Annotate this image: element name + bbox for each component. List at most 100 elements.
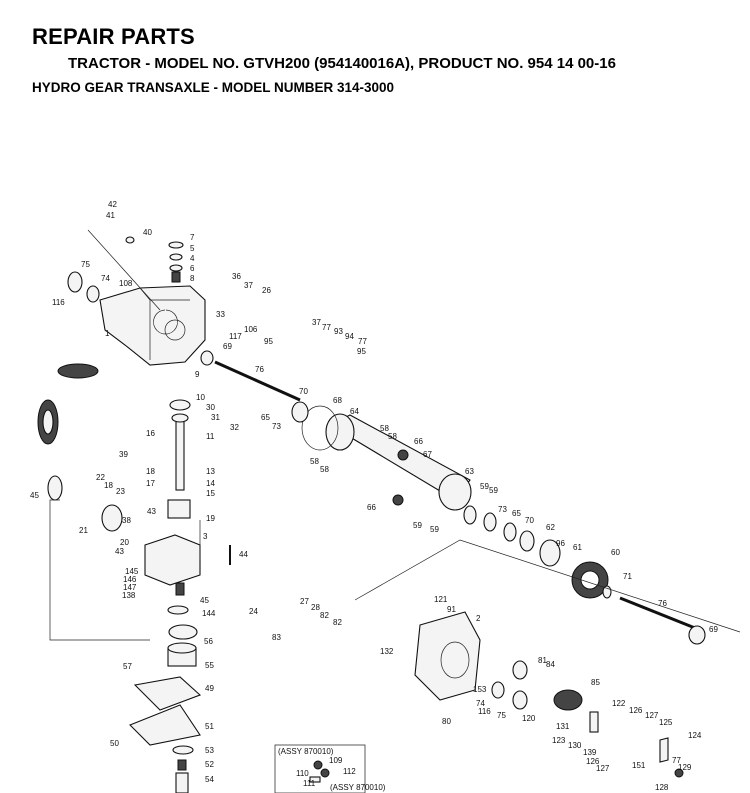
callout: 117 [229,332,242,341]
transaxle-subtitle: HYDRO GEAR TRANSAXLE - MODEL NUMBER 314-… [32,80,395,95]
callout: 83 [272,633,281,642]
callout: 54 [205,775,214,784]
callout: 69 [223,342,232,351]
callout: 61 [573,543,582,552]
callout: 70 [525,516,534,525]
callout: 77 [358,337,367,346]
callout: 32 [230,423,239,432]
callout: 96 [556,539,565,548]
callout: 3 [203,532,208,541]
callout: 38 [122,516,131,525]
callout: 18 [146,467,155,476]
callout: 16 [146,429,155,438]
callout: 108 [119,279,133,288]
callout: 70 [299,387,308,396]
callout: 2 [476,614,481,623]
callout: 65 [512,509,521,518]
callout: 23 [116,487,125,496]
callout: 71 [623,572,632,581]
callout: 77 [322,323,331,332]
callout: 69 [709,625,718,634]
callout: 80 [442,717,451,726]
callout: 18 [104,481,113,490]
callout: 76 [658,599,667,608]
callout: 131 [556,722,570,731]
callout: 21 [79,526,88,535]
callout: 76 [255,365,264,374]
callout: 43 [147,507,156,516]
callout: 65 [261,413,270,422]
upper-housing [99,285,206,366]
callout: 58 [310,457,319,466]
callout: 37 [312,318,321,327]
center-block [101,504,231,615]
callout: 60 [611,548,620,557]
callout: 6 [190,264,195,273]
callout: 45 [30,491,39,500]
callout: 26 [262,286,271,295]
callout-labels: 42 41 40 7 5 4 6 8 75 74 116 108 36 37 2… [30,200,718,792]
lower-pump [129,624,202,793]
callout: 11 [206,432,215,441]
callout: 7 [190,233,195,242]
callout: 53 [205,746,214,755]
callout: 146 [123,575,137,584]
callout: 120 [522,714,536,723]
callout: 40 [143,228,152,237]
callout: 59 [413,521,422,530]
callout: 24 [249,607,258,616]
callout: 17 [146,479,155,488]
callout: 13 [206,467,215,476]
callout: 14 [206,479,215,488]
upper-stack [125,236,184,283]
callout: 59 [480,482,489,491]
callout: 95 [357,347,366,356]
callout: 138 [122,591,136,600]
gear-cluster [463,505,612,599]
callout: 51 [205,722,214,731]
callout: 116 [478,707,491,716]
callout: 73 [498,505,507,514]
callout: 10 [196,393,205,402]
callout: 64 [350,407,359,416]
callout: 109 [329,756,343,765]
callout: 147 [123,583,137,592]
callout: 73 [272,422,281,431]
callout: 15 [206,489,215,498]
callout: 66 [414,437,423,446]
callout: 77 [672,756,681,765]
callout: 42 [108,200,117,209]
callout: 93 [334,327,343,336]
callout: 124 [688,731,702,740]
callout: 84 [546,660,555,669]
inset-label-top: (ASSY 870010) [278,747,334,756]
callout: 112 [343,767,356,776]
callout: 59 [430,525,439,534]
callout: 95 [264,337,273,346]
callout: 55 [205,661,214,670]
callout: 110 [296,769,309,778]
callout: 30 [206,403,215,412]
callout: 128 [655,783,669,792]
callout: 75 [81,260,90,269]
callout: 44 [239,550,248,559]
callout: 20 [120,538,129,547]
callout: 74 [476,699,485,708]
callout: 151 [632,761,646,770]
callout: 4 [190,254,195,263]
callout: 49 [205,684,214,693]
callout: 127 [645,711,659,720]
callout: 33 [216,310,225,319]
callout: 85 [591,678,600,687]
callout: 82 [320,611,329,620]
callout: 39 [119,450,128,459]
callout: 81 [538,656,547,665]
callout: 144 [202,609,216,618]
callout: 8 [190,274,195,283]
callout: 94 [345,332,354,341]
callout: 45 [200,596,209,605]
callout: 58 [320,465,329,474]
callout: 126 [629,706,643,715]
left-seals [37,271,100,501]
callout: 129 [678,763,692,772]
